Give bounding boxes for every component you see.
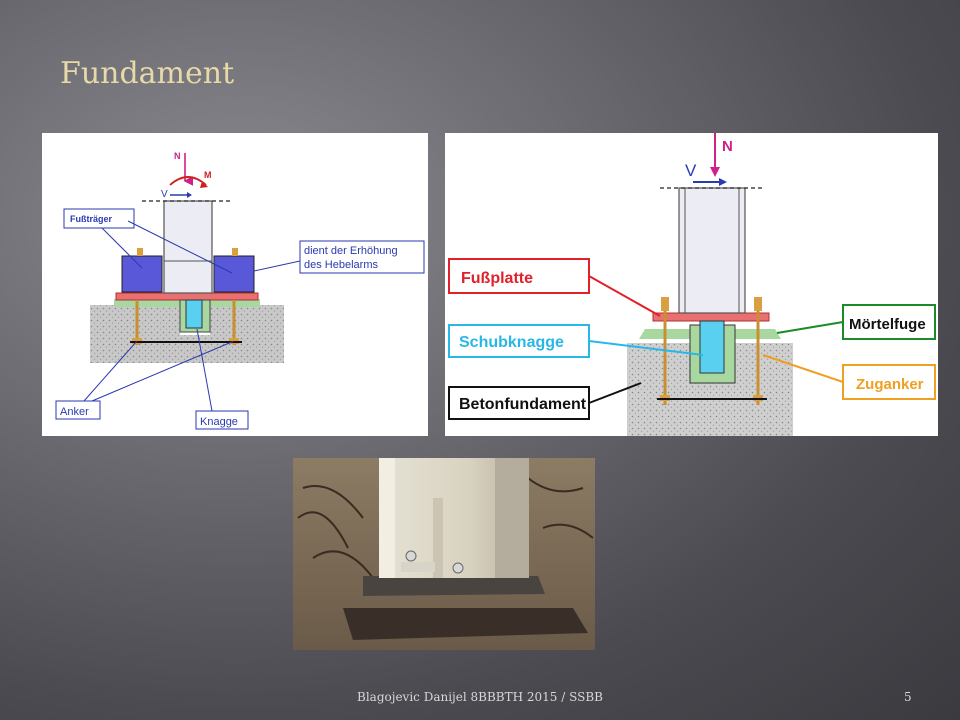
slide-footer: Blagojevic Danijel 8BBBTH 2015 / SSBB xyxy=(357,690,603,704)
fusstraeger-right xyxy=(213,255,255,293)
callout-betonfundament xyxy=(448,386,590,420)
force-n-label: N xyxy=(174,151,181,161)
callout-anker-text: Anker xyxy=(60,406,89,418)
callout-moertelfuge xyxy=(842,304,936,340)
callout-hebelarm-line1: dient der Erhöhung xyxy=(304,245,398,257)
callout-fussplatte-text: Fußplatte xyxy=(461,270,533,287)
callout-schubknagge xyxy=(448,324,590,358)
fusstraeger-left xyxy=(121,255,163,293)
force-v-label: V xyxy=(161,189,168,200)
right-foundation-diagram: N V Fußplatte Schubknagge Betonfundament… xyxy=(445,133,938,436)
shear-key xyxy=(185,299,203,329)
base-plate xyxy=(115,292,259,301)
shear-key-right xyxy=(699,320,725,374)
callout-knagge xyxy=(195,410,249,430)
callout-fussplatte xyxy=(448,258,590,294)
moment-arrow xyxy=(169,176,207,186)
force-m-label: M xyxy=(204,170,212,180)
callout-anker xyxy=(55,400,101,420)
column xyxy=(163,200,213,294)
callout-moertelfuge-text: Mörtelfuge xyxy=(849,316,926,333)
slide-title: Fundament xyxy=(60,56,235,91)
callout-knagge-text: Knagge xyxy=(200,416,238,428)
left-foundation-diagram: N M V Fußträger dient der Erhöhung des H… xyxy=(42,133,428,436)
page-number: 5 xyxy=(904,690,912,704)
callout-hebelarm xyxy=(299,240,425,274)
callout-zuganker-text: Zuganker xyxy=(856,376,924,393)
force-n-label-right: N xyxy=(722,138,733,155)
callout-fusstraeger-text: Fußträger xyxy=(70,214,113,224)
callout-schubknagge-text: Schubknagge xyxy=(459,334,564,351)
callout-fusstraeger xyxy=(63,208,135,229)
force-v-label-right: V xyxy=(685,161,697,180)
callout-hebelarm-line2: des Hebelarms xyxy=(304,259,378,271)
column-right xyxy=(678,187,746,314)
concrete-foundation-right xyxy=(627,343,793,436)
construction-photo xyxy=(293,458,595,650)
base-plate-right xyxy=(652,312,770,322)
callout-betonfundament-text: Betonfundament xyxy=(459,396,587,413)
